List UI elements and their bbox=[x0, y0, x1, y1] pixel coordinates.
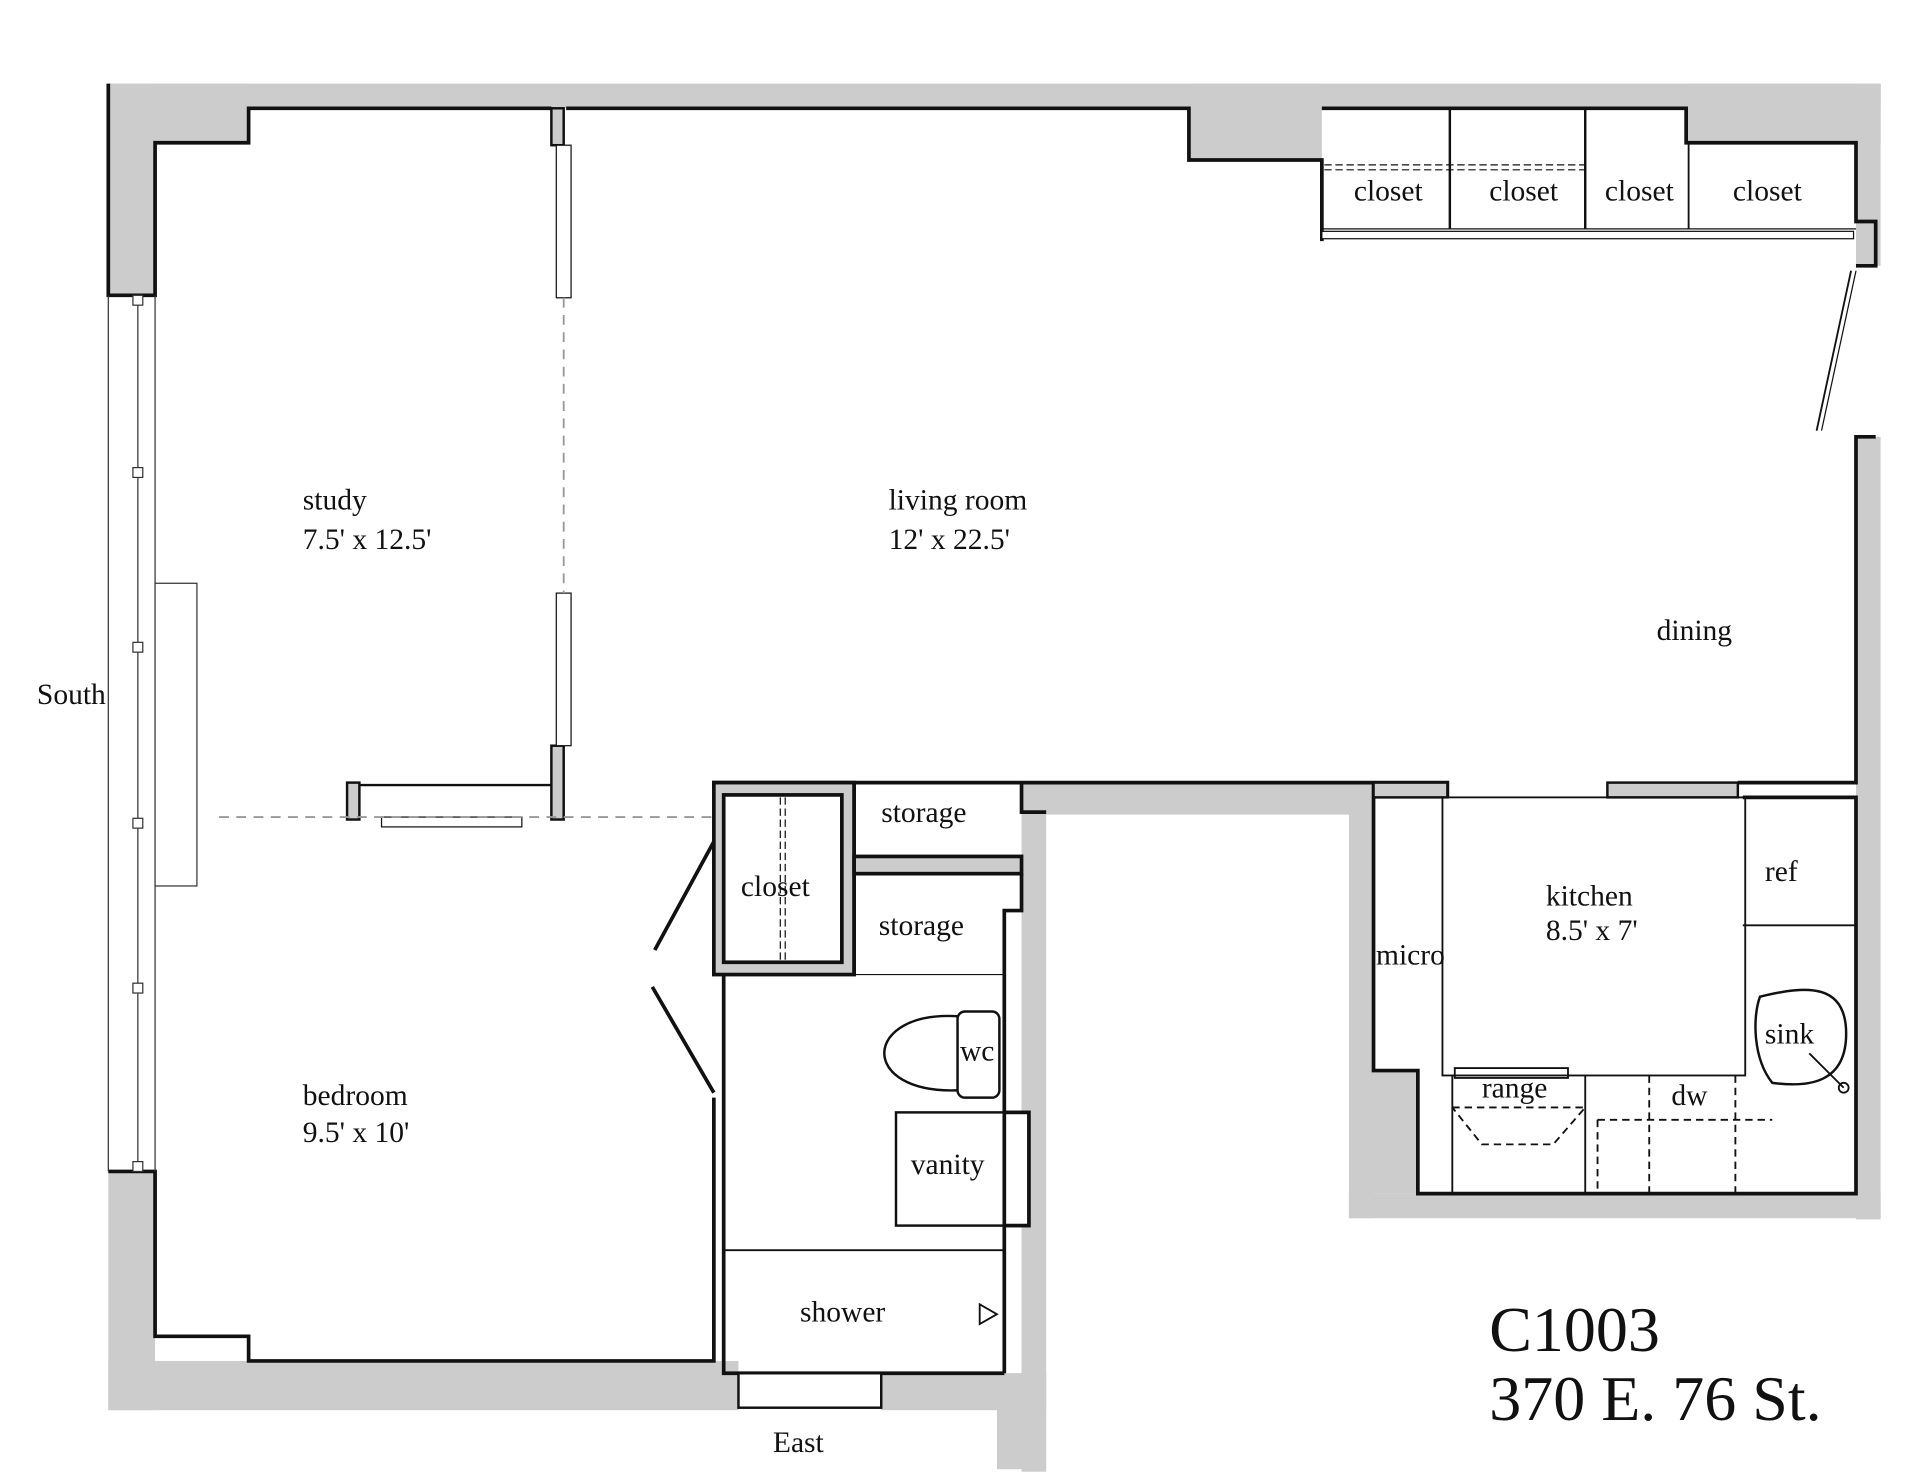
top-closets bbox=[1321, 108, 1857, 431]
room-labels: study 7.5' x 12.5' living room 12' x 22.… bbox=[37, 176, 1822, 1459]
bedroom-core bbox=[712, 780, 1024, 1409]
south-window bbox=[107, 294, 198, 1173]
storage-label-1: storage bbox=[881, 797, 966, 829]
shower-label: shower bbox=[800, 1297, 885, 1329]
bedroom-label: bedroom bbox=[303, 1080, 408, 1112]
south-label: South bbox=[37, 679, 106, 711]
living-room-size: 12' x 22.5' bbox=[889, 524, 1010, 556]
kitchen-size: 8.5' x 7' bbox=[1546, 915, 1638, 947]
study-label: study bbox=[303, 484, 367, 516]
kitchen-fixtures bbox=[1372, 781, 1856, 1194]
vanity-label: vanity bbox=[911, 1149, 985, 1181]
closet-label-2: closet bbox=[1489, 176, 1559, 208]
study-size: 7.5' x 12.5' bbox=[303, 524, 432, 556]
study-divider bbox=[345, 107, 572, 828]
dining-label: dining bbox=[1657, 615, 1733, 647]
bedroom-size: 9.5' x 10' bbox=[303, 1117, 410, 1149]
closet-label-4: closet bbox=[1733, 176, 1803, 208]
living-room-label: living room bbox=[889, 484, 1028, 516]
wc-label: wc bbox=[960, 1036, 994, 1068]
dw-label: dw bbox=[1671, 1080, 1708, 1112]
bath-fixtures bbox=[650, 797, 1031, 1326]
exterior-walls bbox=[108, 83, 1881, 1472]
micro-label: micro bbox=[1376, 940, 1445, 972]
kitchen-label: kitchen bbox=[1546, 881, 1633, 913]
sink-label: sink bbox=[1765, 1018, 1814, 1050]
ref-label: ref bbox=[1765, 856, 1798, 888]
address: 370 E. 76 St. bbox=[1489, 1363, 1821, 1434]
storage-label-2: storage bbox=[879, 910, 964, 942]
closet-label-1: closet bbox=[1354, 176, 1424, 208]
bedroom-closet-label: closet bbox=[741, 871, 811, 903]
closet-label-3: closet bbox=[1605, 176, 1675, 208]
range-label: range bbox=[1482, 1073, 1548, 1105]
east-label: East bbox=[773, 1427, 825, 1459]
unit-number: C1003 bbox=[1489, 1294, 1660, 1365]
